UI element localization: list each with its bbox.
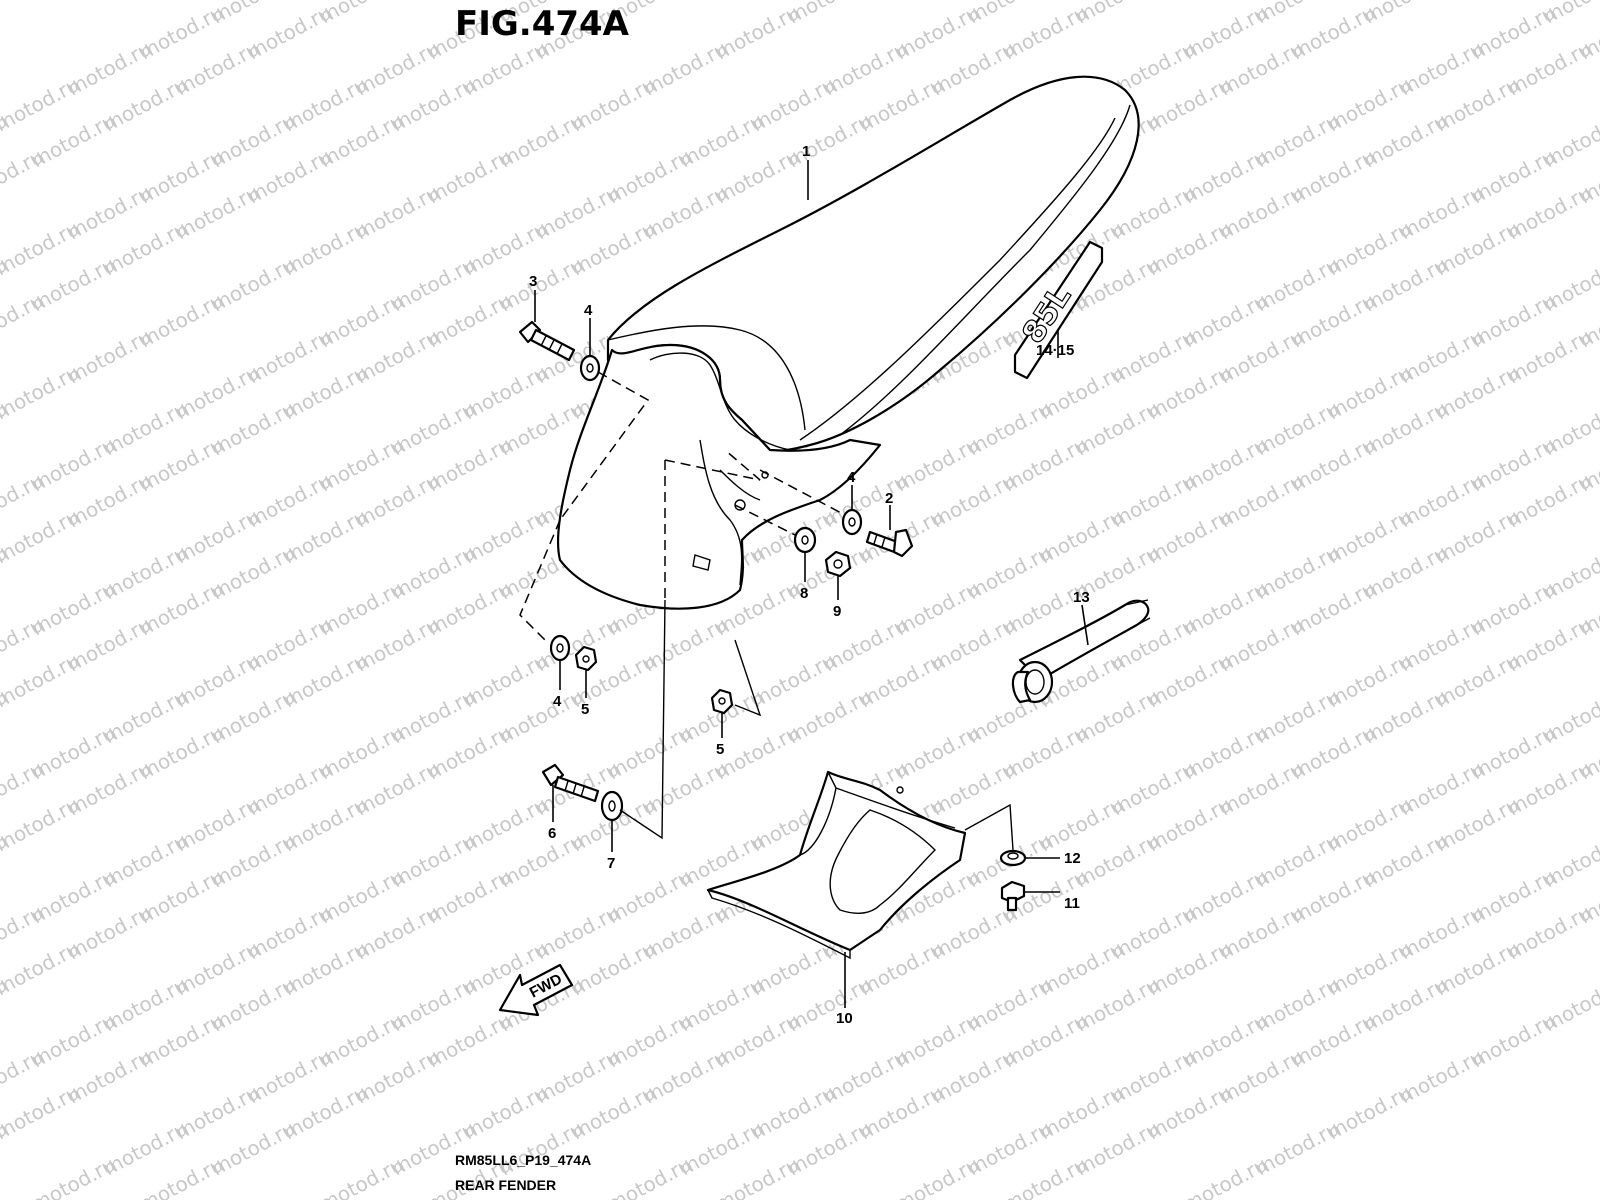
- callout-5-lower: 5: [581, 701, 589, 718]
- callout-5-middle: 5: [716, 741, 724, 758]
- fwd-arrow: FWD: [498, 963, 574, 1017]
- callout-14-15: 14·15: [1036, 342, 1074, 359]
- bolt-3: [518, 320, 576, 362]
- washer-4-right: [841, 508, 863, 536]
- callout-11: 11: [1064, 895, 1080, 912]
- callout-4-lower: 4: [553, 693, 562, 710]
- bolt-2: [865, 528, 914, 558]
- callout-12: 12: [1064, 850, 1081, 867]
- figure-title: FIG.474A: [455, 4, 629, 44]
- leader-lines: [534, 160, 1089, 1008]
- bolt-11: [1000, 880, 1026, 912]
- callout-4-top: 4: [584, 302, 593, 319]
- decal-part: 85L: [1013, 240, 1104, 380]
- nut-9: [824, 550, 852, 578]
- washer-8: [793, 526, 817, 554]
- mud-cover-10: [706, 770, 967, 960]
- assembly-lines: [519, 371, 1014, 851]
- callouts: 1 2 3 4 4 4 5 5 6 7 8 9 10 11 12 13 14·1…: [529, 143, 1090, 1027]
- callout-4-right: 4: [847, 469, 856, 486]
- footer-name: REAR FENDER: [455, 1177, 557, 1193]
- callout-9: 9: [833, 603, 841, 620]
- footer-code: RM85LL6_P19_474A: [455, 1152, 592, 1168]
- callout-8: 8: [800, 585, 808, 602]
- wrench-13: [1011, 599, 1151, 704]
- callout-3: 3: [529, 273, 537, 290]
- nut-12: [999, 849, 1027, 867]
- callout-10: 10: [836, 1010, 853, 1027]
- nut-5-middle: [710, 688, 734, 715]
- nut-5-lower-left: [574, 645, 598, 672]
- callout-1: 1: [802, 143, 810, 160]
- bolt-6: [541, 763, 600, 803]
- washer-7: [600, 790, 624, 822]
- callout-7: 7: [607, 855, 615, 872]
- callout-6: 6: [548, 825, 556, 842]
- washer-4-lower: [549, 634, 571, 662]
- callout-2: 2: [885, 490, 893, 507]
- callout-13: 13: [1073, 589, 1090, 606]
- rear-fender-part: [556, 75, 1140, 610]
- washer-4-top: [579, 354, 601, 382]
